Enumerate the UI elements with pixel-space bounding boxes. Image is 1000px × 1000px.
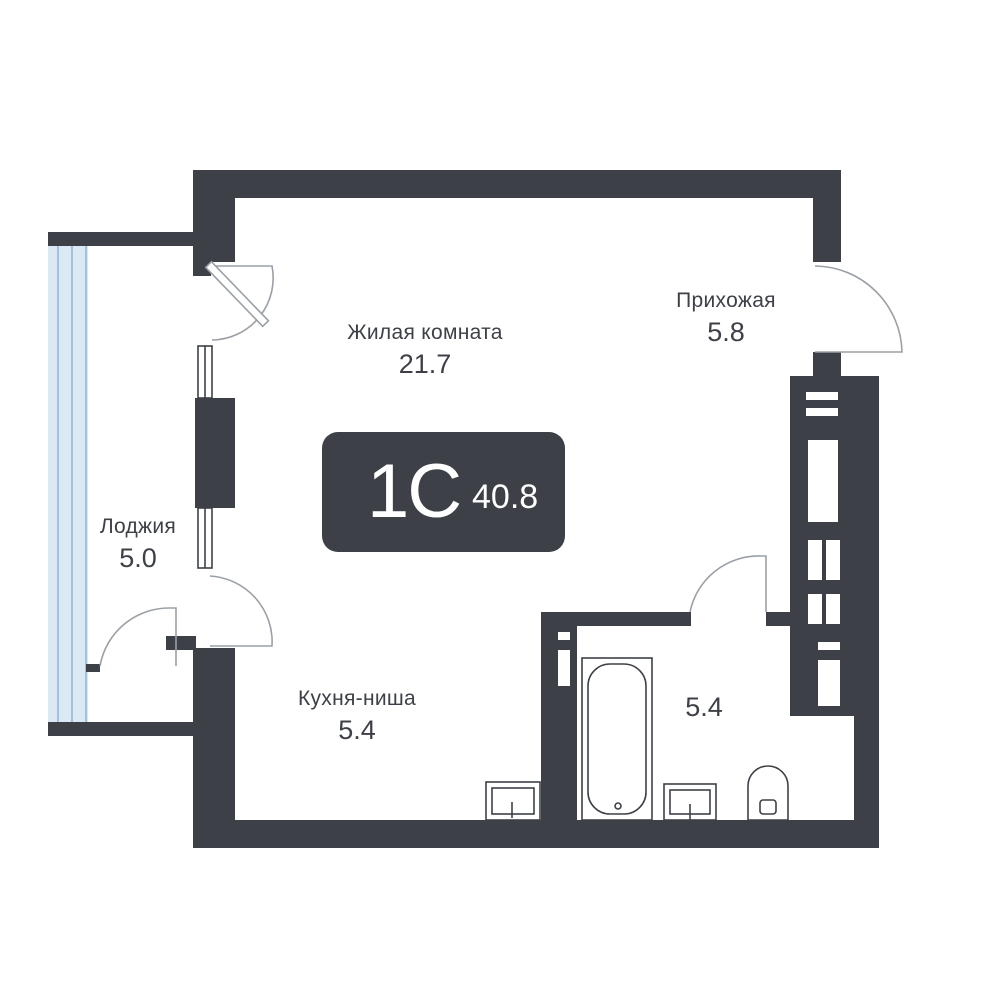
living-room-area: 21.7 (398, 349, 452, 379)
apartment-badge: 1С 40.8 (322, 432, 565, 552)
bathtub (581, 657, 653, 821)
living-room-name: Жилая комната (347, 321, 503, 344)
loggia-glazing (48, 236, 88, 728)
bathroom-walls (541, 376, 854, 824)
loggia-area: 5.0 (119, 543, 157, 573)
kitchen-name: Кухня-ниша (297, 687, 417, 710)
hall-name: Прихожая (676, 289, 776, 312)
bathroom-area: 5.4 (685, 692, 723, 722)
living-room-label: Жилая комната 21.7 (330, 322, 520, 378)
toilet (747, 765, 789, 821)
loggia-wall (193, 258, 235, 569)
hall-label: Прихожая 5.8 (662, 290, 790, 346)
apartment-total-area: 40.8 (472, 478, 539, 516)
loggia-name: Лоджия (99, 515, 177, 538)
kitchen-sink (485, 781, 541, 821)
bathroom-label: 5.4 (672, 686, 736, 721)
doors (99, 260, 903, 667)
exterior-walls (48, 170, 879, 848)
apartment-type: 1С (367, 449, 462, 534)
kitchen-area: 5.4 (338, 715, 376, 745)
loggia-label: Лоджия 5.0 (84, 516, 192, 572)
bathroom-sink (663, 783, 717, 821)
hall-area: 5.8 (707, 317, 745, 347)
kitchen-label: Кухня-ниша 5.4 (282, 688, 432, 744)
